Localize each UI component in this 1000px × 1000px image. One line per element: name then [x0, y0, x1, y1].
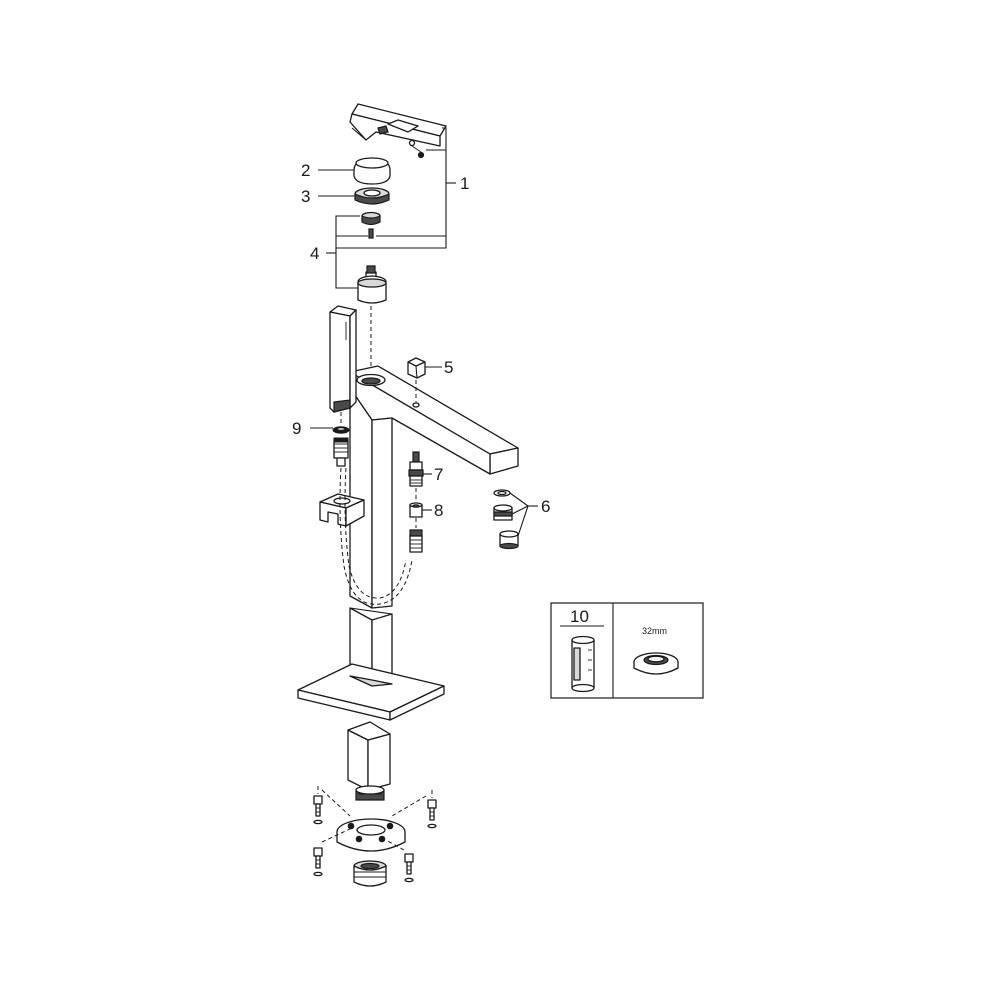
lever-handle — [349, 103, 447, 147]
hand-shower — [329, 305, 357, 413]
handle-screws — [408, 139, 425, 159]
anchor-bolt-bottom-right — [404, 853, 414, 883]
hose-washer — [332, 426, 350, 434]
hose-nut-bottom — [409, 529, 423, 553]
aerator-housing — [499, 530, 519, 550]
base-threaded-nut — [353, 860, 387, 887]
cap-plug — [407, 357, 426, 379]
riser-column — [349, 387, 393, 687]
callout-7-label: 7 — [434, 465, 443, 484]
shower-holder — [319, 493, 365, 527]
hose-nut-top — [333, 437, 349, 467]
anchor-bolt-top-left — [313, 795, 323, 825]
callout-1-label: 1 — [460, 174, 469, 193]
cover-cap — [353, 157, 391, 185]
callout-9-label: 9 — [292, 419, 301, 438]
connector-nut — [409, 502, 423, 518]
mounting-flange — [336, 818, 406, 852]
accessory-size-label: 32mm — [642, 626, 667, 636]
callout-4-bracket — [326, 215, 368, 289]
cartridge-nut — [361, 211, 381, 226]
aerator-washer — [493, 489, 511, 497]
lower-column — [347, 721, 391, 801]
ring-32mm — [633, 652, 679, 675]
accessory-box: 10 32mm — [550, 602, 704, 699]
callout-5-label: 5 — [444, 358, 453, 377]
cartridge-screw — [368, 228, 374, 239]
callout-3-label: 3 — [301, 187, 310, 206]
bolt-dash-guides — [317, 786, 433, 851]
nut-ring — [354, 187, 390, 205]
aerator — [493, 504, 513, 521]
shower-hose — [339, 467, 413, 605]
assembly-tool — [571, 635, 595, 693]
callout-8-label: 8 — [434, 501, 443, 520]
callout-6-label: 6 — [541, 497, 550, 516]
accessory-number-label: 10 — [570, 607, 589, 626]
spout-body — [349, 365, 519, 475]
callout-4-label: 4 — [310, 244, 319, 263]
floor-plate — [297, 663, 445, 721]
anchor-bolt-top-right — [427, 799, 437, 829]
callout-1-bracket — [336, 127, 456, 249]
hose-connector — [408, 451, 424, 487]
callout-6-bracket — [509, 492, 538, 537]
callout-2-label: 2 — [301, 161, 310, 180]
anchor-bolt-bottom-left — [313, 847, 323, 877]
cartridge — [357, 265, 387, 304]
